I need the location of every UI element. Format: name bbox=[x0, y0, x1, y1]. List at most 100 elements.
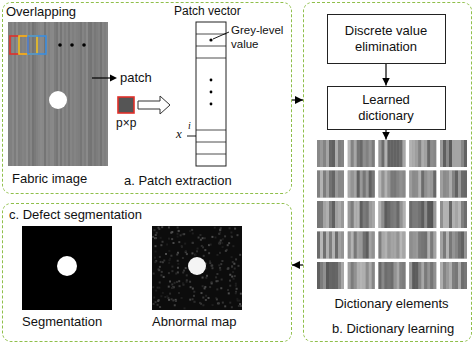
tile-stripe bbox=[332, 171, 335, 198]
tile-stripe bbox=[326, 262, 329, 289]
tile-stripe bbox=[446, 201, 449, 228]
noise-speck bbox=[235, 283, 237, 285]
tile-stripe bbox=[332, 140, 335, 167]
tile-stripe bbox=[433, 201, 436, 228]
tile-stripe bbox=[421, 140, 424, 167]
tile-stripe bbox=[394, 171, 397, 198]
tile-stripe bbox=[341, 140, 344, 167]
tile-stripe bbox=[449, 262, 452, 289]
tile-stripe bbox=[421, 262, 424, 289]
noise-speck bbox=[160, 244, 162, 246]
noise-speck bbox=[204, 249, 206, 251]
noise-speck bbox=[230, 235, 232, 237]
tile-stripe bbox=[403, 140, 406, 167]
noise-speck bbox=[164, 296, 166, 298]
fabric-thread bbox=[12, 22, 14, 166]
vector-cell bbox=[196, 34, 226, 35]
tile-stripe bbox=[427, 232, 430, 259]
noise-speck bbox=[186, 274, 188, 276]
noise-speck bbox=[177, 226, 179, 228]
noise-speck bbox=[155, 245, 157, 247]
noise-speck bbox=[175, 300, 177, 302]
tile-stripe bbox=[382, 262, 385, 289]
tile-stripe bbox=[409, 262, 412, 289]
tile-stripe bbox=[455, 262, 458, 289]
ellipsis-dot bbox=[58, 43, 62, 47]
tile-stripe bbox=[412, 171, 415, 198]
tile-stripe bbox=[366, 262, 369, 289]
tile-stripe bbox=[341, 232, 344, 259]
tile-stripe bbox=[427, 140, 430, 167]
group-caption: Dictionary elements bbox=[317, 296, 467, 312]
tile-stripe bbox=[452, 171, 455, 198]
noise-speck bbox=[157, 300, 159, 302]
tile-stripe bbox=[440, 171, 443, 198]
noise-speck bbox=[215, 276, 217, 278]
tile-stripe bbox=[394, 201, 397, 228]
tile-stripe bbox=[464, 171, 467, 198]
tile-stripe bbox=[335, 140, 338, 167]
noise-speck bbox=[229, 285, 231, 287]
tile-stripe bbox=[326, 232, 329, 259]
noise-speck bbox=[190, 286, 192, 288]
fabric-thread bbox=[68, 22, 70, 166]
dictionary-tile bbox=[440, 201, 467, 228]
stage-panel: b. Dictionary learningDiscrete value eli… bbox=[303, 2, 472, 342]
tile-stripe bbox=[452, 262, 455, 289]
ellipsis-dot bbox=[210, 91, 213, 94]
tile-stripe bbox=[464, 201, 467, 228]
noise-speck bbox=[220, 239, 222, 241]
noise-speck bbox=[185, 250, 187, 252]
noise-speck bbox=[192, 242, 194, 244]
tile-stripe bbox=[351, 232, 354, 259]
ellipsis-dot bbox=[70, 43, 74, 47]
noise-speck bbox=[214, 236, 216, 238]
noise-speck bbox=[159, 256, 161, 258]
dictionary-tile bbox=[317, 140, 344, 167]
dictionary-tile bbox=[379, 262, 406, 289]
tile-stripe bbox=[320, 171, 323, 198]
text-label: Patch vector bbox=[174, 4, 241, 18]
tile-stripe bbox=[385, 262, 388, 289]
tile-stripe bbox=[397, 262, 400, 289]
tile-stripe bbox=[452, 140, 455, 167]
noise-speck bbox=[173, 286, 175, 288]
tile-stripe bbox=[354, 201, 357, 228]
noise-speck bbox=[152, 236, 154, 238]
tile-stripe bbox=[400, 262, 403, 289]
dictionary-tile bbox=[348, 171, 375, 198]
noise-speck bbox=[214, 227, 216, 229]
tile-stripe bbox=[357, 201, 360, 228]
tile-stripe bbox=[449, 201, 452, 228]
tile-stripe bbox=[458, 232, 461, 259]
noise-speck bbox=[222, 238, 224, 240]
noise-speck bbox=[229, 227, 231, 229]
fabric-thread bbox=[88, 22, 90, 166]
fabric-thread bbox=[40, 22, 42, 166]
noise-speck bbox=[211, 236, 213, 238]
dictionary-tile bbox=[379, 232, 406, 259]
noise-speck bbox=[219, 229, 221, 231]
tile-stripe bbox=[332, 232, 335, 259]
noise-speck bbox=[221, 242, 223, 244]
tile-stripe bbox=[317, 262, 320, 289]
tile-stripe bbox=[323, 201, 326, 228]
noise-speck bbox=[177, 263, 179, 265]
noise-speck bbox=[189, 281, 191, 283]
tile-stripe bbox=[433, 140, 436, 167]
tile-stripe bbox=[360, 232, 363, 259]
tile-stripe bbox=[348, 232, 351, 259]
fabric-thread bbox=[98, 22, 100, 166]
noise-speck bbox=[193, 295, 195, 297]
tile-stripe bbox=[360, 171, 363, 198]
tile-stripe bbox=[391, 140, 394, 167]
tile-stripe bbox=[443, 232, 446, 259]
noise-speck bbox=[236, 288, 238, 290]
noise-speck bbox=[234, 267, 236, 269]
noise-speck bbox=[182, 271, 184, 273]
noise-speck bbox=[177, 260, 179, 262]
dictionary-tile bbox=[379, 201, 406, 228]
noise-speck bbox=[183, 270, 185, 272]
tile-stripe bbox=[397, 232, 400, 259]
tile-stripe bbox=[409, 171, 412, 198]
